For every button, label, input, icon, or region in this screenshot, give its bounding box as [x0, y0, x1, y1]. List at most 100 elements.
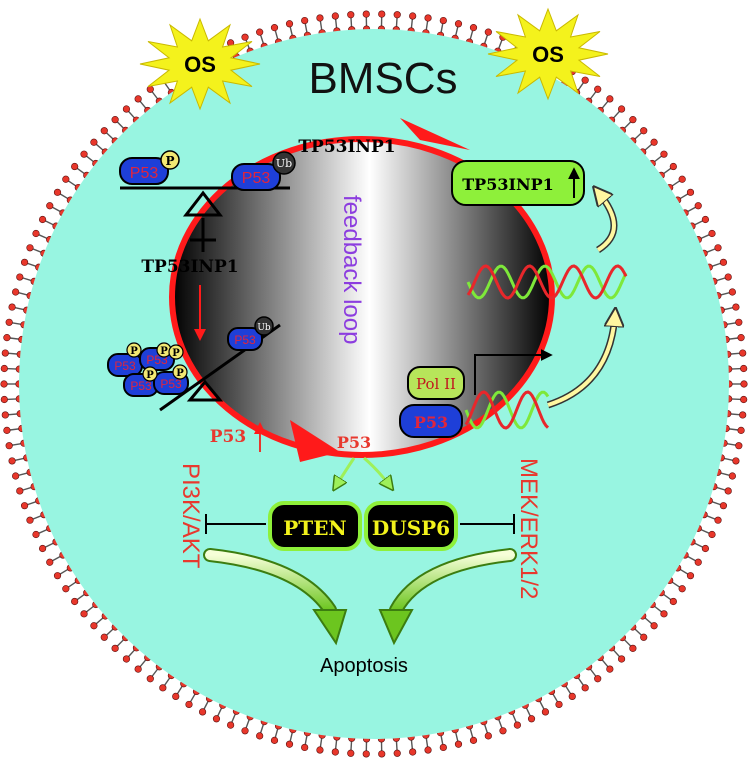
lipid-tail	[274, 29, 279, 41]
lipid-tail	[127, 648, 136, 658]
p53-label: P53	[130, 165, 159, 182]
lipid-tail	[653, 154, 663, 163]
lipid-head	[669, 597, 677, 606]
lipid-tail	[8, 337, 20, 340]
lipid-tail	[623, 120, 632, 130]
lipid-head	[46, 558, 54, 566]
lipid-head	[241, 33, 249, 41]
lipid-tail	[425, 737, 429, 749]
lipid-head	[678, 175, 686, 183]
dna-strand-lower	[464, 390, 550, 430]
lipid-head	[146, 85, 154, 93]
lipid-tail	[686, 206, 697, 213]
lipid-tail	[259, 33, 265, 45]
lipid-head	[694, 558, 702, 566]
lipid-tail	[662, 593, 673, 601]
mek-apoptosis-arrow	[391, 550, 515, 615]
p53-label: P53	[234, 333, 256, 347]
lipid-head	[347, 11, 355, 19]
lipid-head	[650, 622, 658, 630]
lipid-head	[159, 684, 167, 692]
balance-fulcrum-upper	[182, 190, 224, 217]
lipid-head	[555, 700, 563, 709]
lipid-head	[686, 188, 695, 196]
balance-fulcrum-lower	[186, 379, 224, 402]
lipid-tail	[440, 22, 444, 34]
lipid-tail	[686, 555, 697, 562]
lipid-tail	[719, 472, 731, 477]
lipid-tail	[729, 352, 741, 355]
lipid-head	[714, 244, 722, 252]
lipid-head	[724, 273, 732, 281]
lipid-tail	[601, 658, 610, 668]
lipid-head	[739, 411, 747, 419]
ubiquitin-bubble	[254, 316, 274, 336]
lipid-tail	[643, 616, 654, 625]
lipid-tail	[601, 100, 610, 110]
lipid-tail	[274, 727, 279, 739]
lipid-tail	[67, 580, 78, 589]
lipid-tail	[729, 413, 741, 416]
lipid-head	[12, 472, 20, 480]
lipid-tail	[633, 627, 643, 637]
lipid-head	[0, 380, 8, 388]
lipid-tail	[725, 321, 737, 326]
lipid-head	[701, 544, 710, 553]
lipid-tail	[623, 638, 632, 648]
lipid-tail	[127, 110, 136, 120]
lipid-head	[172, 692, 180, 701]
pten-inhibits-pi3k	[205, 514, 266, 534]
lipid-tail	[723, 306, 735, 311]
lipid-tail	[304, 22, 308, 34]
p53-phospho-upper: P53 P	[119, 150, 180, 185]
p53-up-label: P53	[210, 427, 246, 447]
lipid-head	[90, 138, 98, 146]
lipid-head	[678, 585, 686, 593]
lipid-tail	[395, 16, 398, 28]
lipid-tail	[469, 727, 474, 739]
p53-to-dusp6-arrow	[363, 456, 390, 486]
lipid-tail	[138, 658, 147, 668]
lipid-tail	[350, 740, 353, 752]
lipid-head	[134, 665, 142, 673]
lipid-head	[1, 349, 9, 357]
lipid-head	[122, 655, 131, 663]
lipid-tail	[728, 428, 740, 431]
lipid-head	[454, 740, 463, 748]
pten-box: PTEN	[268, 501, 362, 551]
lipid-head	[301, 16, 309, 25]
lipid-head	[20, 258, 29, 266]
lipid-head	[46, 202, 54, 210]
lipid-tail	[670, 179, 681, 188]
dna-helix	[464, 390, 550, 430]
lipid-tail	[304, 734, 308, 746]
lipid-head	[581, 76, 589, 84]
lipid-head	[732, 303, 740, 311]
os-stimulus-right: OS	[487, 7, 609, 101]
lipid-head	[285, 740, 294, 748]
pi3k-apoptosis-arrowhead	[312, 609, 348, 646]
lipid-tail	[538, 700, 546, 711]
lipid-head	[724, 487, 732, 495]
lipid-head	[212, 715, 221, 723]
lipid-head	[362, 750, 370, 758]
lipid-head	[581, 684, 589, 692]
lipid-tail	[11, 321, 23, 326]
lipid-tail	[440, 734, 444, 746]
lipid-head	[594, 675, 602, 683]
lipid-head	[256, 28, 264, 36]
lipid-head	[100, 633, 108, 641]
lipid-tail	[13, 306, 25, 311]
dusp6-shape	[364, 501, 458, 551]
lipid-head	[146, 675, 154, 683]
lipid-tail	[85, 154, 95, 163]
feedback-arrow-bottom	[290, 420, 340, 462]
lipid-tail	[319, 737, 323, 749]
lipid-tail	[653, 605, 663, 614]
lipid-head	[393, 11, 401, 19]
lipid-tail	[289, 25, 294, 37]
p53-promoter: P53	[399, 404, 463, 438]
lipid-head	[26, 516, 34, 524]
p53-blob	[227, 327, 263, 351]
